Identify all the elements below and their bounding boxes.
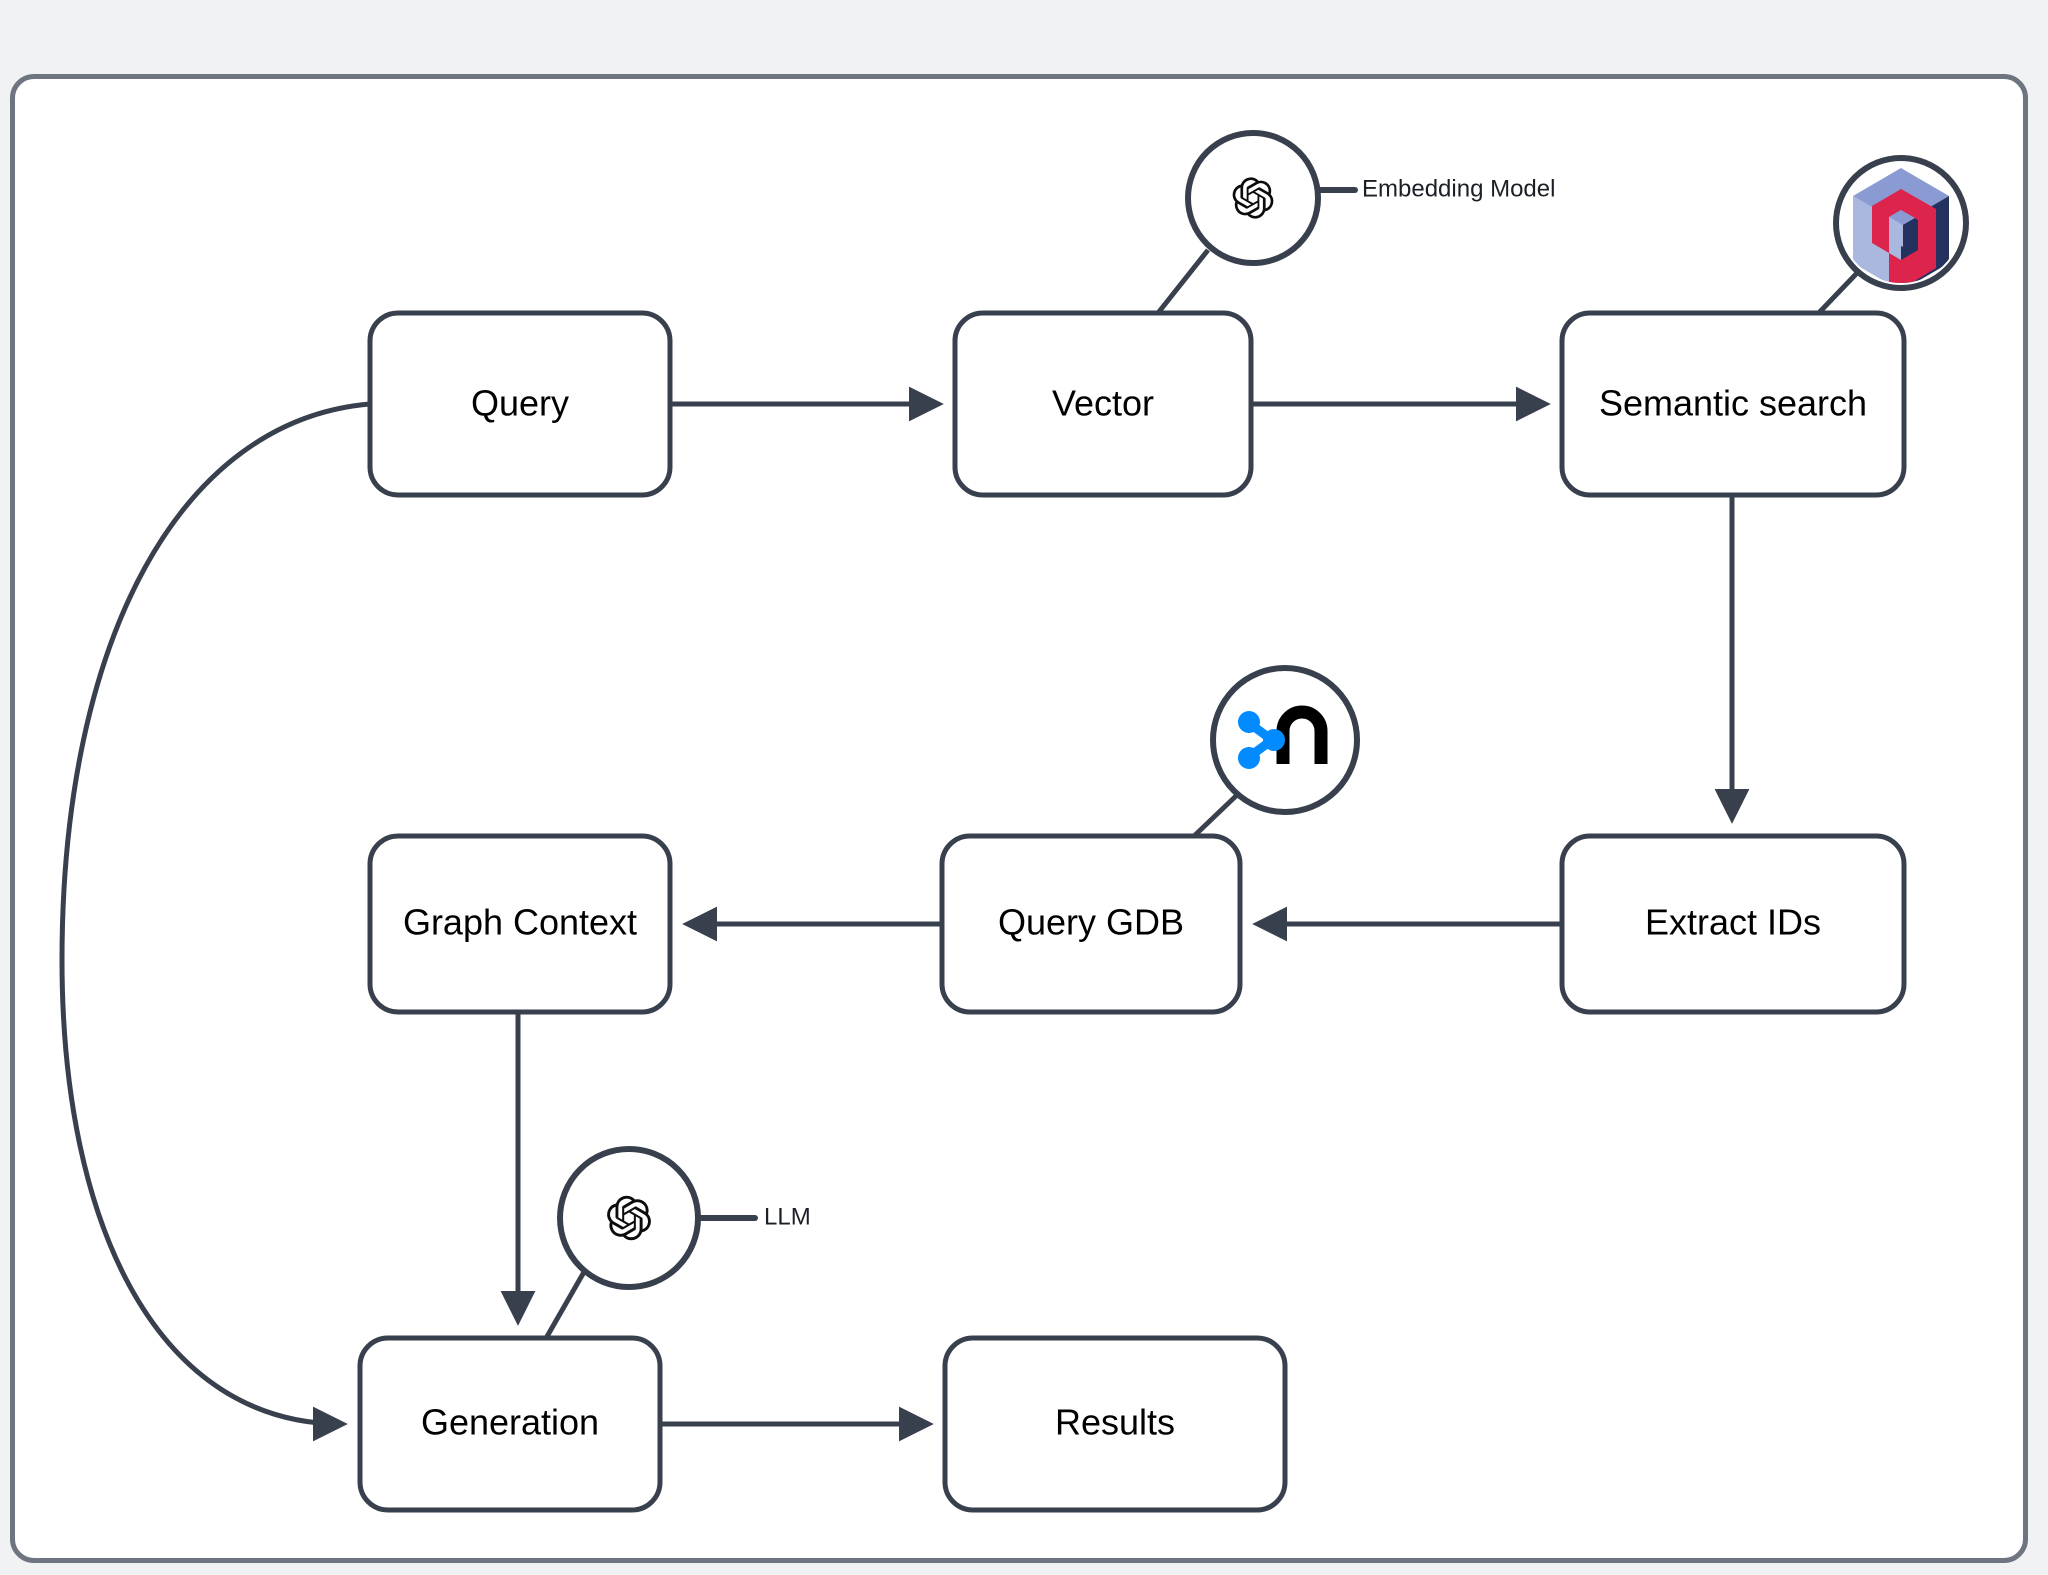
badge-embedding-model-circle[interactable] (1185, 130, 1321, 266)
badge-embedding-model-label: Embedding Model (1362, 175, 1555, 202)
node-results-label: Results (1055, 1402, 1175, 1443)
openai-logo-icon (607, 1195, 651, 1241)
edge-layer (59, 386, 1750, 1442)
edge-query-to-generation (59, 401, 371, 1442)
node-graph-context[interactable]: Graph Context (367, 833, 673, 1015)
node-query-box[interactable] (367, 310, 673, 498)
node-generation[interactable]: Generation (357, 1335, 663, 1513)
node-vector-label: Vector (1052, 383, 1154, 424)
node-semantic-search-label: Semantic search (1599, 383, 1867, 424)
node-results-box[interactable] (942, 1335, 1288, 1513)
stem-embedding-model (1156, 248, 1210, 315)
node-results[interactable]: Results (942, 1335, 1288, 1513)
node-generation-box[interactable] (357, 1335, 663, 1513)
node-extract-ids[interactable]: Extract IDs (1559, 833, 1907, 1015)
node-vector[interactable]: Vector (952, 310, 1254, 498)
badge-llm[interactable]: LLM (557, 1146, 811, 1290)
node-generation-label: Generation (421, 1402, 599, 1443)
node-query-label: Query (471, 383, 569, 424)
node-query-gdb[interactable]: Query GDB (939, 833, 1243, 1015)
badge-vector-db[interactable] (1833, 155, 1969, 291)
neo4j-logo-icon (1238, 705, 1328, 769)
node-vector-box[interactable] (952, 310, 1254, 498)
node-graph-context-label: Graph Context (403, 902, 637, 943)
stem-graph-db (1190, 793, 1239, 840)
node-query[interactable]: Query (367, 310, 673, 498)
node-extract-ids-box[interactable] (1559, 833, 1907, 1015)
badge-llm-label: LLM (764, 1203, 811, 1230)
node-layer: Query Vector Semantic search Graph Conte… (357, 310, 1907, 1513)
qdrant-logo-icon (1853, 168, 1949, 283)
openai-logo-icon (1232, 177, 1274, 219)
node-semantic-search-box[interactable] (1559, 310, 1907, 498)
badge-graph-db[interactable] (1210, 665, 1360, 815)
node-query-gdb-label: Query GDB (998, 902, 1184, 943)
badge-llm-circle[interactable] (557, 1146, 701, 1290)
node-semantic-search[interactable]: Semantic search (1559, 310, 1907, 498)
node-query-gdb-box[interactable] (939, 833, 1243, 1015)
stem-llm (542, 1270, 587, 1342)
node-extract-ids-label: Extract IDs (1645, 902, 1821, 943)
node-graph-context-box[interactable] (367, 833, 673, 1015)
badge-embedding-model[interactable]: Embedding Model (1185, 130, 1555, 266)
